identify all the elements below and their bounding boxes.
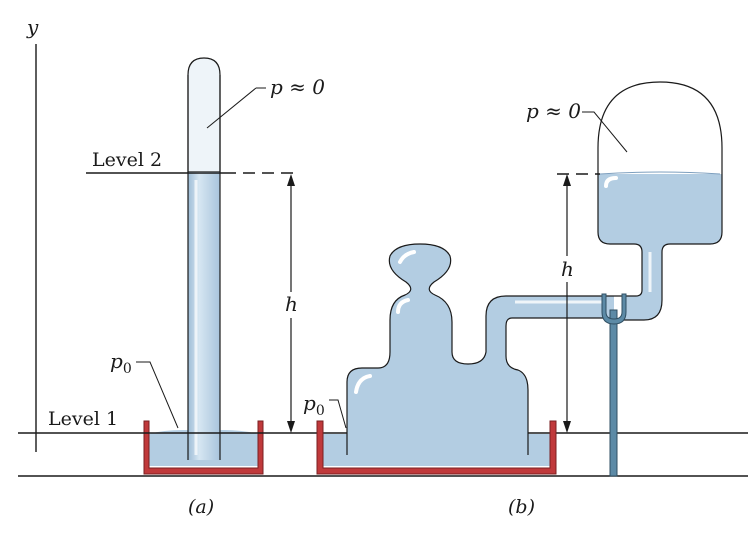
- pointer-p0-a: [136, 361, 179, 429]
- caption-a: (a): [188, 496, 214, 518]
- dish-a: [143, 420, 264, 475]
- level2-label: Level 2: [92, 149, 162, 171]
- dish-b: [316, 420, 557, 475]
- tube-a-glass: [187, 57, 221, 173]
- odd-vessel: [347, 244, 614, 455]
- barometer-a: [143, 57, 264, 475]
- upper-tank: [597, 81, 723, 321]
- height-arrow-a: [282, 174, 300, 433]
- pointer-p-zero-b: [582, 111, 628, 153]
- pointer-p-zero-a: [206, 87, 257, 129]
- label-p-zero-b: p ≈ 0: [526, 99, 581, 123]
- tube-a-fluid: [188, 172, 220, 460]
- height-label-b: h: [561, 257, 574, 281]
- height-label-a: h: [285, 292, 298, 316]
- apparatus-b: [316, 81, 723, 477]
- label-p-zero-a: p ≈ 0: [270, 75, 325, 99]
- support-rod: [609, 309, 618, 477]
- height-arrow-b: [558, 174, 576, 433]
- label-p0-b: p0: [303, 391, 325, 419]
- pointer-p0-b: [329, 399, 347, 429]
- y-axis-label: y: [26, 15, 39, 39]
- upper-tank-fluid: [598, 174, 722, 320]
- caption-b: (b): [508, 496, 535, 518]
- label-p0-a: p0: [110, 349, 132, 377]
- level1-label: Level 1: [48, 408, 118, 430]
- clamp: [601, 293, 627, 325]
